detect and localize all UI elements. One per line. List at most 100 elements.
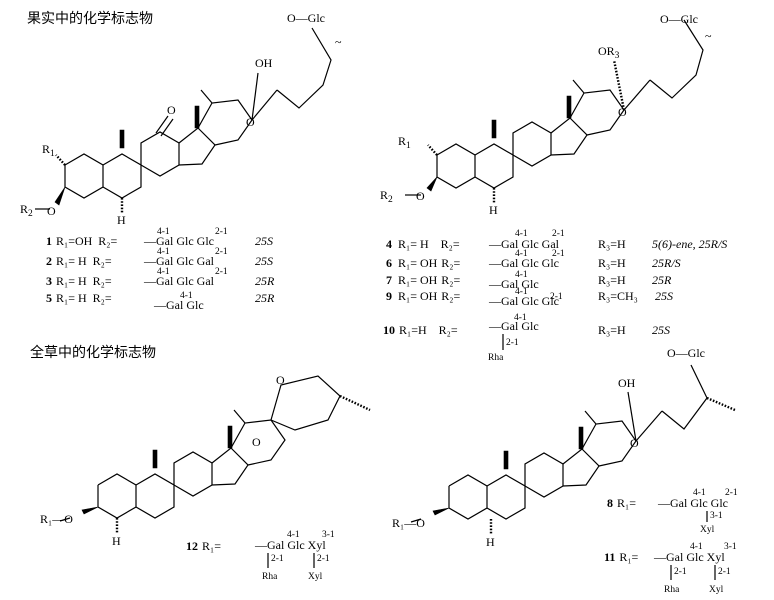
svg-text:8R₁=: 8R₁= [607,496,636,510]
compound-config: 25R [255,274,275,288]
r1-label-b: R1 [398,134,411,151]
compound-number: 2 [46,254,52,268]
or3-label-b: OR3 [598,44,620,61]
sugar-chain: —Gal Glc Xyl [653,550,725,564]
fruit-markers-heading: 果实中的化学标志物 [27,11,153,27]
compound-number: 6 [386,256,392,270]
link-label: 4-1 [515,270,528,280]
sugar-chain: —Gal Glc [153,298,204,312]
compound-number: 4 [386,237,392,251]
link-label: 3-1 [322,530,335,540]
link-label: 4-1 [690,542,703,552]
structure-d-skeleton [410,364,736,534]
svg-text:3R₁= HR₂=: 3 R₁= H R₂= [46,274,112,288]
link-label: 2-1 [674,567,687,577]
compound-r1: R₁= H [398,237,429,251]
compound-r2: R₂= [93,274,112,288]
link-label: 4-1 [515,229,528,239]
compound-config: 25R [255,291,275,305]
compound-r1: R₁=OH [56,234,93,248]
compound-r3: R₃=H [598,323,626,337]
compound-number: 3 [46,274,52,288]
link-label: 2-1 [552,249,565,259]
link-label: 2-1 [550,292,563,302]
compound-number: 12 [186,539,198,553]
compound-r1: R₁= [619,550,638,564]
wavy-bond-b: ~ [705,29,712,43]
compound-r3: R₃=H [598,256,626,270]
compound-config: 25S [255,254,273,268]
structure-a-skeleton [35,27,332,213]
ketone-oxygen-a: O [167,103,176,117]
sugar-chain: —Gal Glc [488,277,539,291]
compound-number: 7 [386,273,392,287]
hydroxyl-d: OH [618,376,636,390]
h5-c: H [112,534,121,548]
compound-r2: R₂= [93,254,112,268]
compound-r1: R₁= OH [398,256,438,270]
compound-r2: R₂= [98,234,117,248]
link-label: 4-1 [157,267,170,277]
r1-label-a: R1 [42,142,55,159]
compound-r2: R₂= [439,323,458,337]
link-label: 2-1 [552,229,565,239]
compound-11-chain: 11 R₁= 4-1 3-1 —Gal Glc Xyl 2-1 Rha 2-1 X… [604,542,737,595]
compound-r3: R₃=H [598,237,626,251]
link-label: 3-1 [724,542,737,552]
link-label: 4-1 [157,227,170,237]
link-label: 2-1 [506,338,519,348]
compound-config: 25R/S [652,256,681,270]
f-ring-oxygen-c: O [276,373,285,387]
o-glc-a: O—Glc [287,11,325,25]
h5-d: H [486,535,495,549]
svg-text:2R₁= HR₂=: 2 R₁= H R₂= [46,254,112,268]
compound-r1: R₁= H [56,274,87,288]
compound-r1: R₁= OH [398,289,438,303]
ether-oxygen-a: O [47,204,56,218]
compound-number: 11 [604,550,615,564]
compound-config: 25S [652,323,670,337]
link-label: 4-1 [514,313,527,323]
sugar-xyl: Xyl [308,572,323,582]
link-label: 2-1 [271,554,284,564]
link-label: 2-1 [725,488,738,498]
sugar-rha: Rha [488,353,504,363]
compound-r1: R₁= H [56,254,87,268]
sugar-chain: —Gal Glc Glc [143,234,214,248]
sugar-rha: Rha [664,585,680,595]
link-label: 4-1 [287,530,300,540]
compound-number: 5 [46,291,52,305]
sugar-xyl: Xyl [709,585,724,595]
link-label: 3-1 [710,511,723,521]
link-label: 2-1 [718,567,731,577]
compound-r1: R₁= [617,496,636,510]
ring-oxygen-b: O [618,105,627,119]
structure-c-skeleton [59,375,371,533]
wavy-bond-a: ~ [335,35,342,49]
structure-b-skeleton [405,19,704,203]
sugar-chain: —Gal Glc Glc [657,496,728,510]
compound-number: 9 [386,289,392,303]
link-label: 2-1 [215,247,228,257]
compound-number: 1 [46,234,52,248]
r1-o-label-c: R₁—O [40,512,73,526]
o-glc-b: O—Glc [660,12,698,26]
compound-config: 25S [655,289,673,303]
sugar-chain: —Gal Glc Gal [143,274,215,288]
svg-text:4R₁= HR₂=: 4R₁= HR₂= [386,237,460,251]
sugar-chain: —Gal Glc Gal [488,237,560,251]
link-label: 4-1 [515,249,528,259]
link-label: 4-1 [693,488,706,498]
whole-herb-markers-heading: 全草中的化学标志物 [30,344,156,361]
sugar-chain: —Gal Glc [488,319,539,333]
compound-r2: R₂= [441,256,460,270]
